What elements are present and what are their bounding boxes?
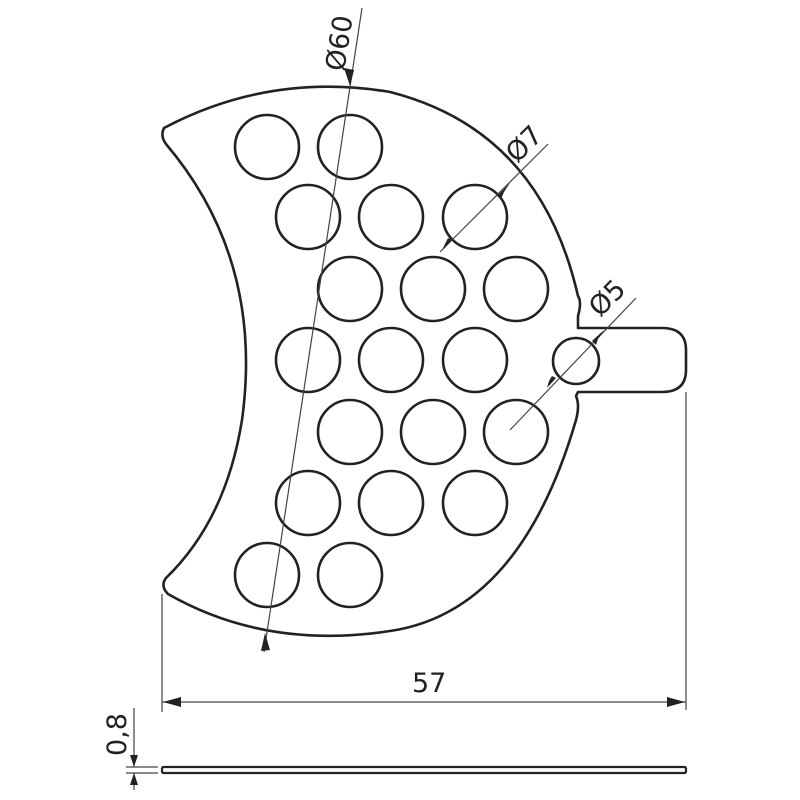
hole-diameter-label: Ø7 <box>500 120 549 169</box>
thickness-label: 0,8 <box>102 713 133 756</box>
hole <box>316 255 384 323</box>
hole <box>316 398 384 466</box>
hole <box>233 113 301 181</box>
plate-top-view <box>161 85 688 638</box>
hole <box>441 326 509 394</box>
hole <box>357 469 425 537</box>
hole <box>233 541 301 609</box>
plate-side-profile <box>160 765 688 775</box>
hole <box>274 326 342 394</box>
hole <box>274 183 342 251</box>
hole <box>357 326 425 394</box>
hole <box>399 398 467 466</box>
small-hole-diameter-label: Ø5 <box>583 274 632 323</box>
plate-side-view <box>160 765 688 775</box>
hole <box>399 255 467 323</box>
dimension-thickness: 0,8 <box>102 708 158 790</box>
hole <box>441 183 509 251</box>
plate-outline <box>161 85 688 638</box>
dimension-overall-width: 57 <box>161 392 687 712</box>
large-holes <box>233 113 550 609</box>
hole <box>316 541 384 609</box>
hole <box>316 113 384 181</box>
hole <box>357 183 425 251</box>
hole <box>482 398 550 466</box>
hole <box>482 255 550 323</box>
dimension-outer-diameter: Ø60 <box>261 7 363 653</box>
overall-width-label: 57 <box>412 668 446 699</box>
hole <box>441 469 509 537</box>
dimension-small-hole-diameter: Ø5 <box>509 274 637 431</box>
hole <box>274 469 342 537</box>
small-hole <box>551 336 601 386</box>
